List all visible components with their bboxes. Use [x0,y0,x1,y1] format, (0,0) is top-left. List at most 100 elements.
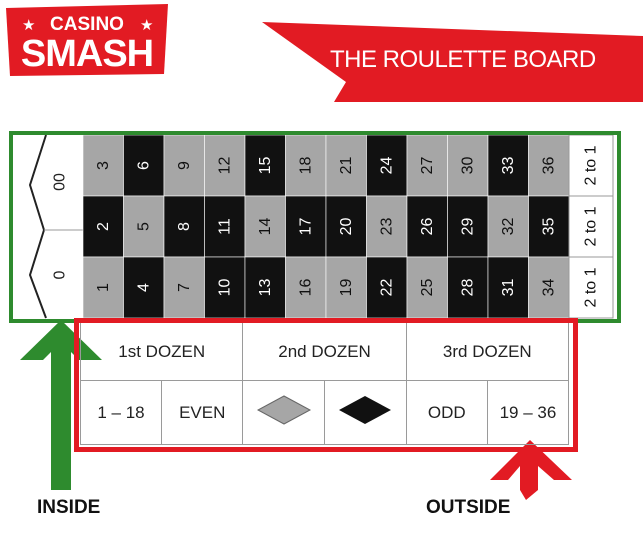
number-cell-label: 2 [95,222,112,231]
number-cell[interactable]: 30 [447,134,489,197]
low-bet[interactable]: 1 – 18 [80,380,162,445]
number-cell-bg [285,195,327,258]
red-bet[interactable] [242,380,326,445]
number-cell-bg [123,256,165,319]
number-cell-bg [325,256,367,319]
column-bet-cell[interactable]: 2 to 1 [568,134,614,197]
number-cell[interactable]: 17 [285,195,327,258]
double-zero-cell[interactable]: 00 [52,173,69,191]
number-cell[interactable]: 35 [528,195,570,258]
number-cell-label: 31 [500,279,517,297]
number-cell-label: 14 [257,218,274,236]
zero-section: 000 [20,134,83,319]
number-cell[interactable]: 32 [487,195,529,258]
casino-smash-logo: ★ CASINO ★ SMASH [6,4,168,76]
number-cell-label: 23 [378,218,395,236]
number-cell[interactable]: 9 [163,134,205,197]
outside-arrow [490,440,572,500]
column-bet-cell[interactable]: 2 to 1 [568,195,614,258]
logo-smash-text: SMASH [21,33,153,75]
number-cell-label: 11 [216,218,233,235]
number-cell-label: 19 [338,279,355,297]
zero-divider-bottom [28,229,47,319]
number-cell[interactable]: 2 [82,195,124,258]
second-dozen-bet[interactable]: 2nd DOZEN [242,322,407,381]
number-cell-bg [447,134,489,197]
number-cell[interactable]: 5 [123,195,165,258]
number-cell-bg [123,195,165,258]
number-cell[interactable]: 15 [244,134,286,197]
number-cell-label: 7 [176,283,193,292]
number-cell-label: 8 [176,222,193,231]
odd-bet[interactable]: ODD [405,380,488,445]
number-cell[interactable]: 4 [123,256,165,319]
number-cell-bg [487,256,529,319]
number-cell-label: 3 [95,161,112,170]
number-cell-bg [366,134,408,197]
number-cell[interactable]: 29 [447,195,489,258]
number-cell[interactable]: 33 [487,134,529,197]
number-cell-bg [82,256,124,319]
zero-cell[interactable]: 0 [52,270,69,279]
number-cell-label: 9 [176,161,193,170]
number-cell[interactable]: 18 [285,134,327,197]
number-cell-label: 17 [297,218,314,236]
number-cell[interactable]: 24 [366,134,408,197]
number-cell-label: 15 [257,157,274,175]
number-cell[interactable]: 31 [487,256,529,319]
logo-star-left: ★ [22,17,35,34]
number-cell[interactable]: 3 [82,134,124,197]
number-cell[interactable]: 12 [204,134,246,197]
inside-bets-frame [9,131,621,323]
number-cell-bg [447,195,489,258]
number-cell[interactable]: 22 [366,256,408,319]
number-cell-label: 26 [419,218,436,236]
number-cell-bg [528,195,570,258]
number-cell[interactable]: 19 [325,256,367,319]
column-bet-bg [568,256,614,319]
number-cell[interactable]: 21 [325,134,367,197]
number-cell-bg [204,134,246,197]
number-cell[interactable]: 27 [406,134,448,197]
number-cell[interactable]: 36 [528,134,570,197]
black-bet[interactable] [324,380,407,445]
number-cell-label: 21 [338,157,355,175]
number-cell[interactable]: 1 [82,256,124,319]
number-cell-bg [82,134,124,197]
inside-label: INSIDE [37,497,101,518]
number-cell-label: 13 [257,279,274,297]
number-cell[interactable]: 10 [204,256,246,319]
zero-area [20,135,83,318]
number-cell-label: 4 [135,283,152,292]
number-cell-label: 25 [419,279,436,297]
number-cell[interactable]: 20 [325,195,367,258]
number-cell[interactable]: 11 [204,195,246,258]
title-banner [262,22,643,102]
number-cell-bg [366,256,408,319]
number-cell[interactable]: 14 [244,195,286,258]
number-cell-bg [163,256,205,319]
high-bet[interactable]: 19 – 36 [486,380,570,445]
number-cell[interactable]: 13 [244,256,286,319]
number-cell[interactable]: 16 [285,256,327,319]
third-dozen-bet[interactable]: 3rd DOZEN [405,322,570,381]
number-cell[interactable]: 7 [163,256,205,319]
number-cell-bg [204,256,246,319]
number-cell-bg [325,195,367,258]
column-bets: 2 to 12 to 12 to 1 [568,134,614,319]
number-cell-bg [528,134,570,197]
outside-label: OUTSIDE [426,497,511,518]
column-bet-cell[interactable]: 2 to 1 [568,256,614,319]
number-cell-bg [285,256,327,319]
number-cell-label: 22 [378,279,395,297]
number-cell[interactable]: 28 [447,256,489,319]
number-cell-bg [406,256,448,319]
number-cell-bg [487,195,529,258]
logo-casino-text: CASINO [50,14,124,35]
number-cell-label: 35 [540,218,557,236]
number-cell[interactable]: 25 [406,256,448,319]
number-cell-bg [82,195,124,258]
even-bet[interactable]: EVEN [160,380,244,445]
